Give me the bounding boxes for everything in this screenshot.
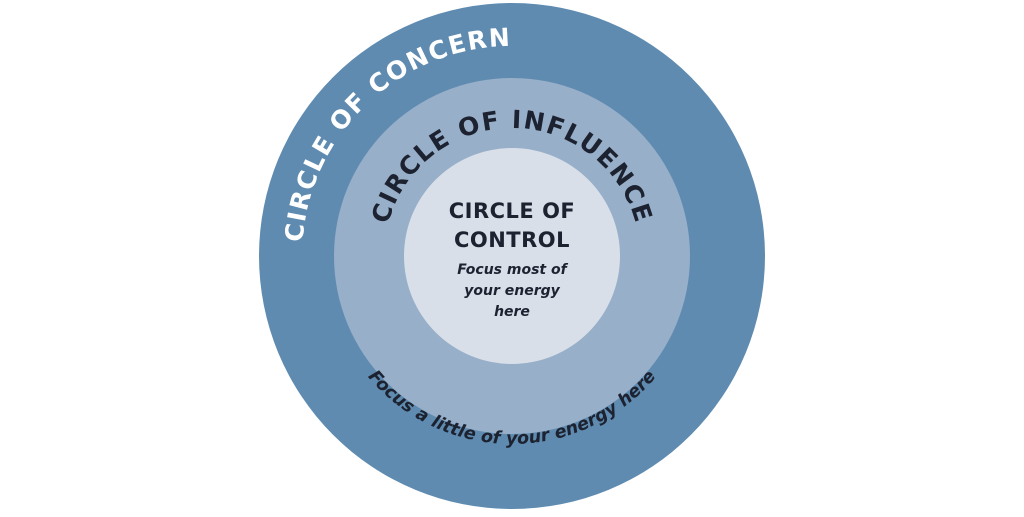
control-note-line3: here	[494, 304, 530, 320]
control-note-line2: your energy	[464, 283, 560, 299]
control-title-line1: CIRCLE OF	[449, 199, 576, 223]
circle-of-control	[404, 148, 620, 364]
control-note-line1: Focus most of	[457, 262, 568, 278]
control-title-line2: CONTROL	[454, 228, 570, 252]
